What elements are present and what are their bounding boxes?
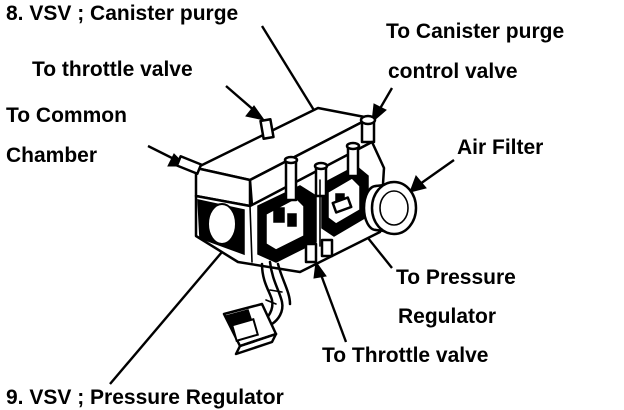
label-to-pressure-line2: Regulator [398, 305, 496, 328]
arrow-to-throttle-upper [245, 105, 266, 121]
air-filter-element [362, 180, 418, 236]
leader-to-common [147, 144, 177, 162]
label-vsv-canister-purge: 8. VSV ; Canister purge [6, 2, 238, 25]
label-to-common-line1: To Common [6, 104, 127, 127]
label-to-pressure-line1: To Pressure [396, 266, 516, 289]
label-to-throttle-valve-lower: To Throttle valve [322, 344, 488, 367]
label-to-common-line2: Chamber [6, 144, 97, 167]
leader-to-throttle-upper [225, 85, 257, 113]
leader-vsv-canister-purge [260, 25, 322, 121]
arrow-to-throttle-lower [313, 260, 327, 279]
leader-air-filter [419, 159, 455, 185]
arrow-to-canister-purge [371, 103, 387, 124]
arrow-air-filter [409, 175, 427, 193]
label-to-throttle-valve-upper: To throttle valve [32, 58, 193, 81]
label-vsv-pressure-regulator: 9. VSV ; Pressure Regulator [6, 386, 284, 409]
vsv-canister-purge-body [175, 106, 377, 208]
label-to-canister-purge-line2: control valve [388, 60, 518, 83]
leader-vsv-pressure-regulator [109, 251, 223, 385]
vsv-pressure-regulator-body [194, 140, 386, 274]
leader-lines [109, 25, 455, 385]
leader-to-throttle-lower [318, 271, 348, 343]
electrical-connector [222, 302, 278, 356]
label-to-canister-purge-line1: To Canister purge [386, 20, 564, 43]
label-air-filter: Air Filter [457, 136, 543, 159]
